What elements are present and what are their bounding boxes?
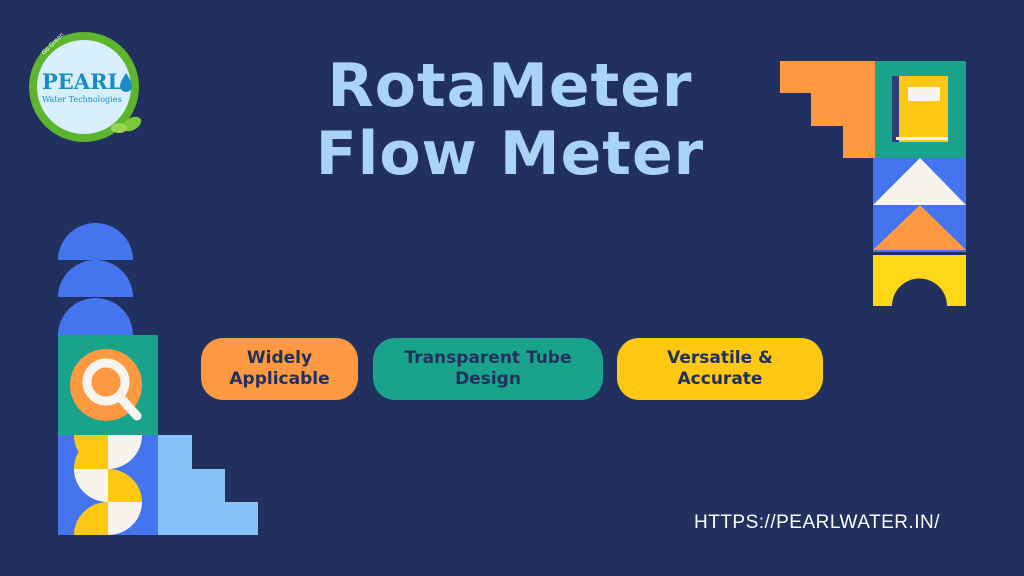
search-icon [70,349,142,421]
feature-text: Widely [246,348,313,368]
pattern-decoration [74,435,142,535]
steps-decoration [158,435,258,535]
steps-decoration [780,61,875,158]
title-line-2: Flow Meter [315,119,705,189]
website-url[interactable]: HTTPS://PEARLWATER.IN/ [694,512,941,533]
book-icon [892,76,948,142]
svg-text:PEARL: PEARL [42,69,123,94]
page-title: RotaMeter Flow Meter [230,52,790,188]
svg-text:Water Technologies: Water Technologies [42,95,122,104]
feature-text: Transparent Tube [404,348,572,368]
arch-decoration [873,255,966,306]
feature-text: Versatile & [667,348,773,368]
feature-text: Accurate [677,369,763,389]
feature-pill-versatile-accurate: Versatile &Accurate [617,338,823,400]
title-line-1: RotaMeter [327,51,693,121]
pearl-logo: PEARL Water Technologies Go Green [29,31,142,142]
feature-text: Applicable [229,369,330,389]
feature-text: Design [455,369,521,389]
semicircles-decoration [58,223,133,335]
